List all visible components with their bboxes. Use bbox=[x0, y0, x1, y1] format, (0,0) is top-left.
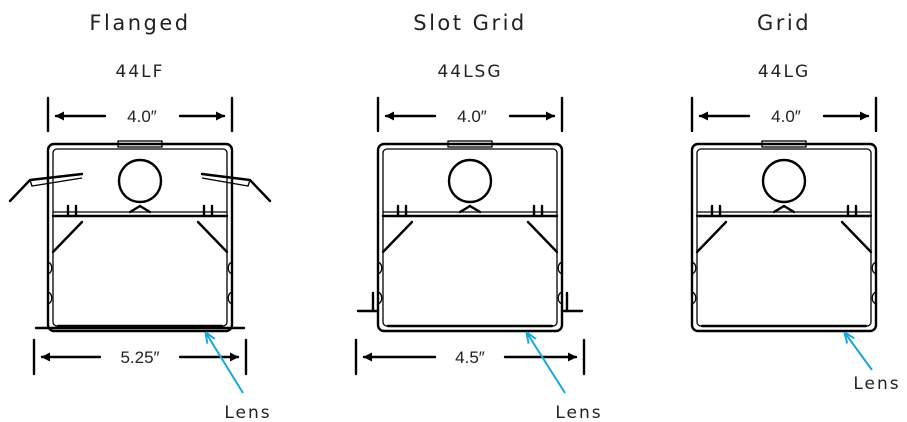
fixture-title-flanged: Flanged bbox=[89, 11, 190, 35]
top-dimension-label-flanged: 4.0″ bbox=[127, 107, 157, 126]
fixture-model-slot-grid: 44LSG bbox=[437, 62, 502, 82]
fixture-title-slot-grid: Slot Grid bbox=[413, 11, 527, 35]
fixture-title-grid: Grid bbox=[757, 11, 811, 35]
fixture-slot-grid: Slot Grid 44LSG 4.0″ bbox=[354, 11, 602, 422]
lens-callout-flanged: Lens bbox=[206, 333, 271, 422]
fixture-flanged: Flanged 44LF 4.0″ bbox=[8, 11, 272, 422]
housing-flanged bbox=[46, 140, 234, 333]
top-dimension-label-slot-grid: 4.0″ bbox=[457, 107, 487, 126]
slot-grid-tee bbox=[356, 291, 584, 313]
fixture-grid: Grid 44LG 4.0″ Lens bbox=[690, 11, 900, 394]
bottom-dimension-label-flanged: 5.25″ bbox=[120, 348, 159, 367]
lens-label-grid: Lens bbox=[853, 374, 900, 394]
flange-wings bbox=[8, 172, 272, 330]
housing-slot-grid bbox=[376, 140, 564, 333]
bottom-dimension-flanged: 5.25″ bbox=[32, 338, 248, 376]
top-dimension-grid: 4.0″ bbox=[690, 96, 878, 133]
lens-label-slot-grid: Lens bbox=[555, 403, 602, 422]
lens-label-flanged: Lens bbox=[224, 403, 271, 422]
top-dimension-slot-grid: 4.0″ bbox=[376, 96, 564, 133]
lens-callout-grid: Lens bbox=[845, 333, 900, 394]
fixture-model-flanged: 44LF bbox=[116, 62, 165, 82]
bottom-dimension-label-slot-grid: 4.5″ bbox=[455, 348, 485, 367]
top-dimension-label-grid: 4.0″ bbox=[771, 107, 801, 126]
lens-callout-slot-grid: Lens bbox=[527, 333, 602, 422]
housing-grid bbox=[690, 140, 878, 333]
top-dimension-flanged: 4.0″ bbox=[46, 96, 234, 133]
bottom-dimension-slot-grid: 4.5″ bbox=[354, 338, 586, 376]
fixture-model-grid: 44LG bbox=[758, 62, 810, 82]
